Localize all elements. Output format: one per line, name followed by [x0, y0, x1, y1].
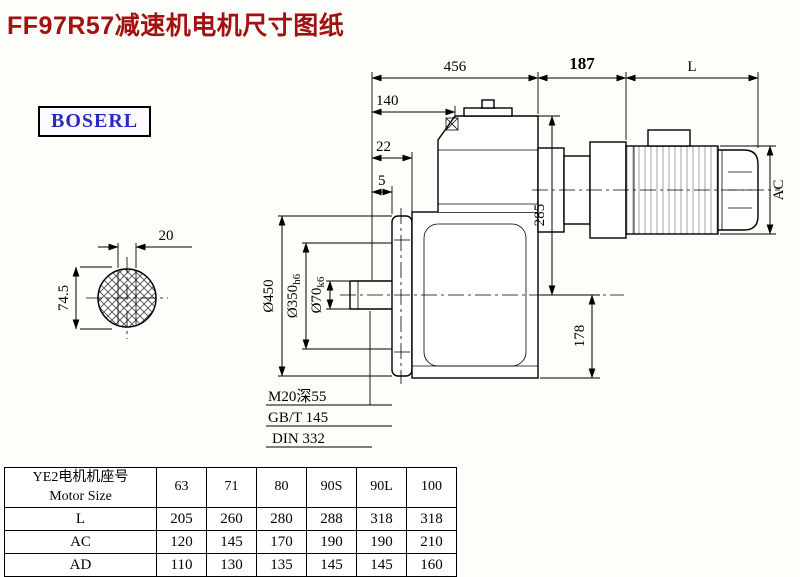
row-label: AD: [4, 553, 157, 577]
note-din-standard: DIN 332: [272, 431, 325, 447]
table-cell: 145: [206, 530, 257, 554]
dim-overall-456: 456: [371, 59, 539, 82]
dim-label-AC: AC: [771, 180, 787, 201]
note-tapped-hole: M20深55: [268, 388, 326, 405]
dim-keyway-width: 20: [98, 228, 192, 268]
output-flange: [391, 215, 413, 377]
dim-motor-length-L: L: [625, 59, 759, 82]
table-cell: 145: [356, 553, 407, 577]
boserl-logo: BOSERL: [38, 106, 152, 137]
table-cell: 120: [156, 530, 207, 554]
dim-label-187: 187: [569, 54, 595, 73]
table-cell: 260: [206, 507, 257, 531]
dim-label-178: 178: [572, 325, 588, 348]
size-column-header: 63: [156, 467, 207, 508]
table-cell: 110: [156, 553, 207, 577]
dim-shaft-diameter-70k6: Ø70k6: [309, 276, 350, 313]
size-column-header: 100: [406, 467, 457, 508]
dim-label-shaft-diameter: Ø70k6: [309, 276, 327, 313]
table-cell: 210: [406, 530, 457, 554]
shaft-end-section-view: [86, 257, 168, 339]
dim-label-5: 5: [378, 173, 386, 189]
dim-label-flange-diameter: Ø450: [261, 279, 277, 312]
eye-bolt: [445, 117, 459, 131]
dim-spigot-diameter-350h6: Ø350h6: [285, 242, 392, 350]
top-bolt: [481, 99, 495, 109]
dim-140: 140: [371, 93, 456, 118]
table-cell: 190: [356, 530, 407, 554]
header-line-en: Motor Size: [49, 488, 112, 504]
dim-adapter-187: 187: [537, 54, 627, 82]
dim-5: 5: [371, 173, 393, 214]
gear-housing: [411, 99, 539, 379]
extension-lines-top: [371, 72, 759, 280]
row-label: AC: [4, 530, 157, 554]
table-cell: 135: [256, 553, 307, 577]
tapped-hole-notes: M20深55 GB/T 145 DIN 332: [266, 311, 392, 448]
dim-height-178: 178: [540, 294, 600, 379]
table-cell: 205: [156, 507, 207, 531]
dim-label-shaft-key-height: 74.5: [56, 285, 72, 311]
note-gb-standard: GB/T 145: [268, 410, 328, 426]
table-row-L: L 205 260 280 288 318 318: [4, 507, 457, 531]
table-cell: 130: [206, 553, 257, 577]
motor-size-table: YE2电机机座号 Motor Size 63 71 80 90S 90L 100…: [4, 467, 457, 577]
motor-size-header-cell: YE2电机机座号 Motor Size: [4, 467, 157, 508]
dim-flange-diameter-450: Ø450: [261, 215, 392, 377]
size-column-header: 90S: [306, 467, 357, 508]
dim-label-L: L: [687, 59, 696, 75]
dim-height-285: 285: [532, 115, 600, 296]
technical-drawing: 20 74.5: [56, 54, 787, 448]
table-cell: 145: [306, 553, 357, 577]
page-title: FF97R57减速机电机尺寸图纸: [7, 12, 345, 40]
table-row-AD: AD 110 130 135 145 145 160: [4, 553, 457, 577]
size-column-header: 71: [206, 467, 257, 508]
dim-label-456: 456: [444, 59, 467, 75]
table-cell: 318: [356, 507, 407, 531]
dim-label-22: 22: [376, 139, 391, 155]
size-column-header: 90L: [356, 467, 407, 508]
dim-label-keyway-width: 20: [159, 228, 174, 244]
dim-label-285: 285: [532, 204, 548, 227]
table-cell: 170: [256, 530, 307, 554]
dim-label-140: 140: [376, 93, 399, 109]
table-row-AC: AC 120 145 170 190 190 210: [4, 530, 457, 554]
terminal-box: [647, 129, 691, 147]
housing-top-cap: [463, 107, 513, 117]
row-label: L: [4, 507, 157, 531]
size-column-header: 80: [256, 467, 307, 508]
table-cell: 160: [406, 553, 457, 577]
table-cell: 190: [306, 530, 357, 554]
boserl-logo-text: BOSERL: [51, 110, 139, 132]
table-cell: 280: [256, 507, 307, 531]
table-cell: 288: [306, 507, 357, 531]
table-cell: 318: [406, 507, 457, 531]
dim-22: 22: [371, 139, 413, 214]
dim-label-spigot-diameter: Ø350h6: [285, 273, 303, 318]
header-line-cn: YE2电机机座号: [32, 470, 129, 486]
table-header-row: YE2电机机座号 Motor Size 63 71 80 90S 90L 100: [4, 467, 457, 508]
dim-motor-AC: AC: [720, 145, 787, 235]
dim-shaft-key-height: 74.5: [56, 266, 112, 330]
